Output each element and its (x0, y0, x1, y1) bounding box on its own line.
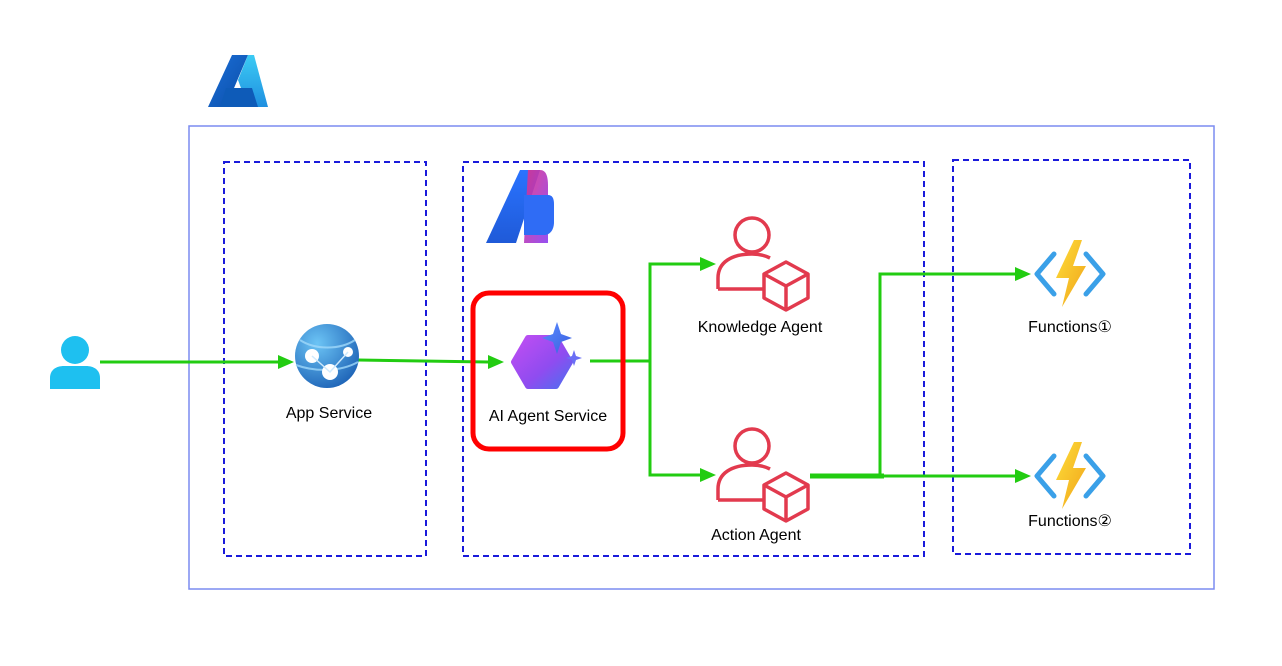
arrowhead-action (700, 468, 716, 482)
knowledge-agent-icon (716, 216, 810, 312)
ai-foundry-group (462, 161, 925, 557)
arrowhead-app-service (278, 355, 294, 369)
functions-2-icon (1034, 442, 1106, 509)
ai-agent-service-icon (511, 322, 582, 389)
connectors (100, 262, 1015, 479)
edge-app-service-to-ai-agent (357, 358, 489, 364)
functions-1-icon (1034, 240, 1106, 307)
ai-agent-service-highlight (470, 290, 626, 452)
knowledge-agent-label: Knowledge Agent (698, 319, 823, 336)
arrowhead-functions-2 (1015, 469, 1031, 483)
azure-boundary (188, 125, 1215, 590)
arrowhead-knowledge (700, 257, 716, 271)
arrowhead-ai-agent (488, 355, 504, 369)
app-service-label: App Service (286, 405, 372, 422)
ai-foundry-logo (486, 170, 554, 243)
functions-2-label: Functions② (1028, 513, 1112, 530)
action-agent-label: Action Agent (711, 527, 801, 544)
edge-ai-agent-to-action (648, 361, 700, 477)
edge-ai-agent-to-knowledge (590, 262, 700, 363)
edge-action-to-functions-1 (810, 272, 1015, 478)
azure-logo (208, 55, 268, 107)
functions-group (952, 159, 1191, 555)
ai-agent-service-label: AI Agent Service (489, 408, 607, 425)
app-service-icon (295, 324, 359, 388)
action-agent-icon (716, 427, 810, 523)
user-icon (50, 336, 100, 389)
app-service-group (223, 161, 427, 557)
arrowhead-functions-1 (1015, 267, 1031, 281)
arrowheads (278, 257, 1031, 483)
functions-1-label: Functions① (1028, 319, 1112, 336)
